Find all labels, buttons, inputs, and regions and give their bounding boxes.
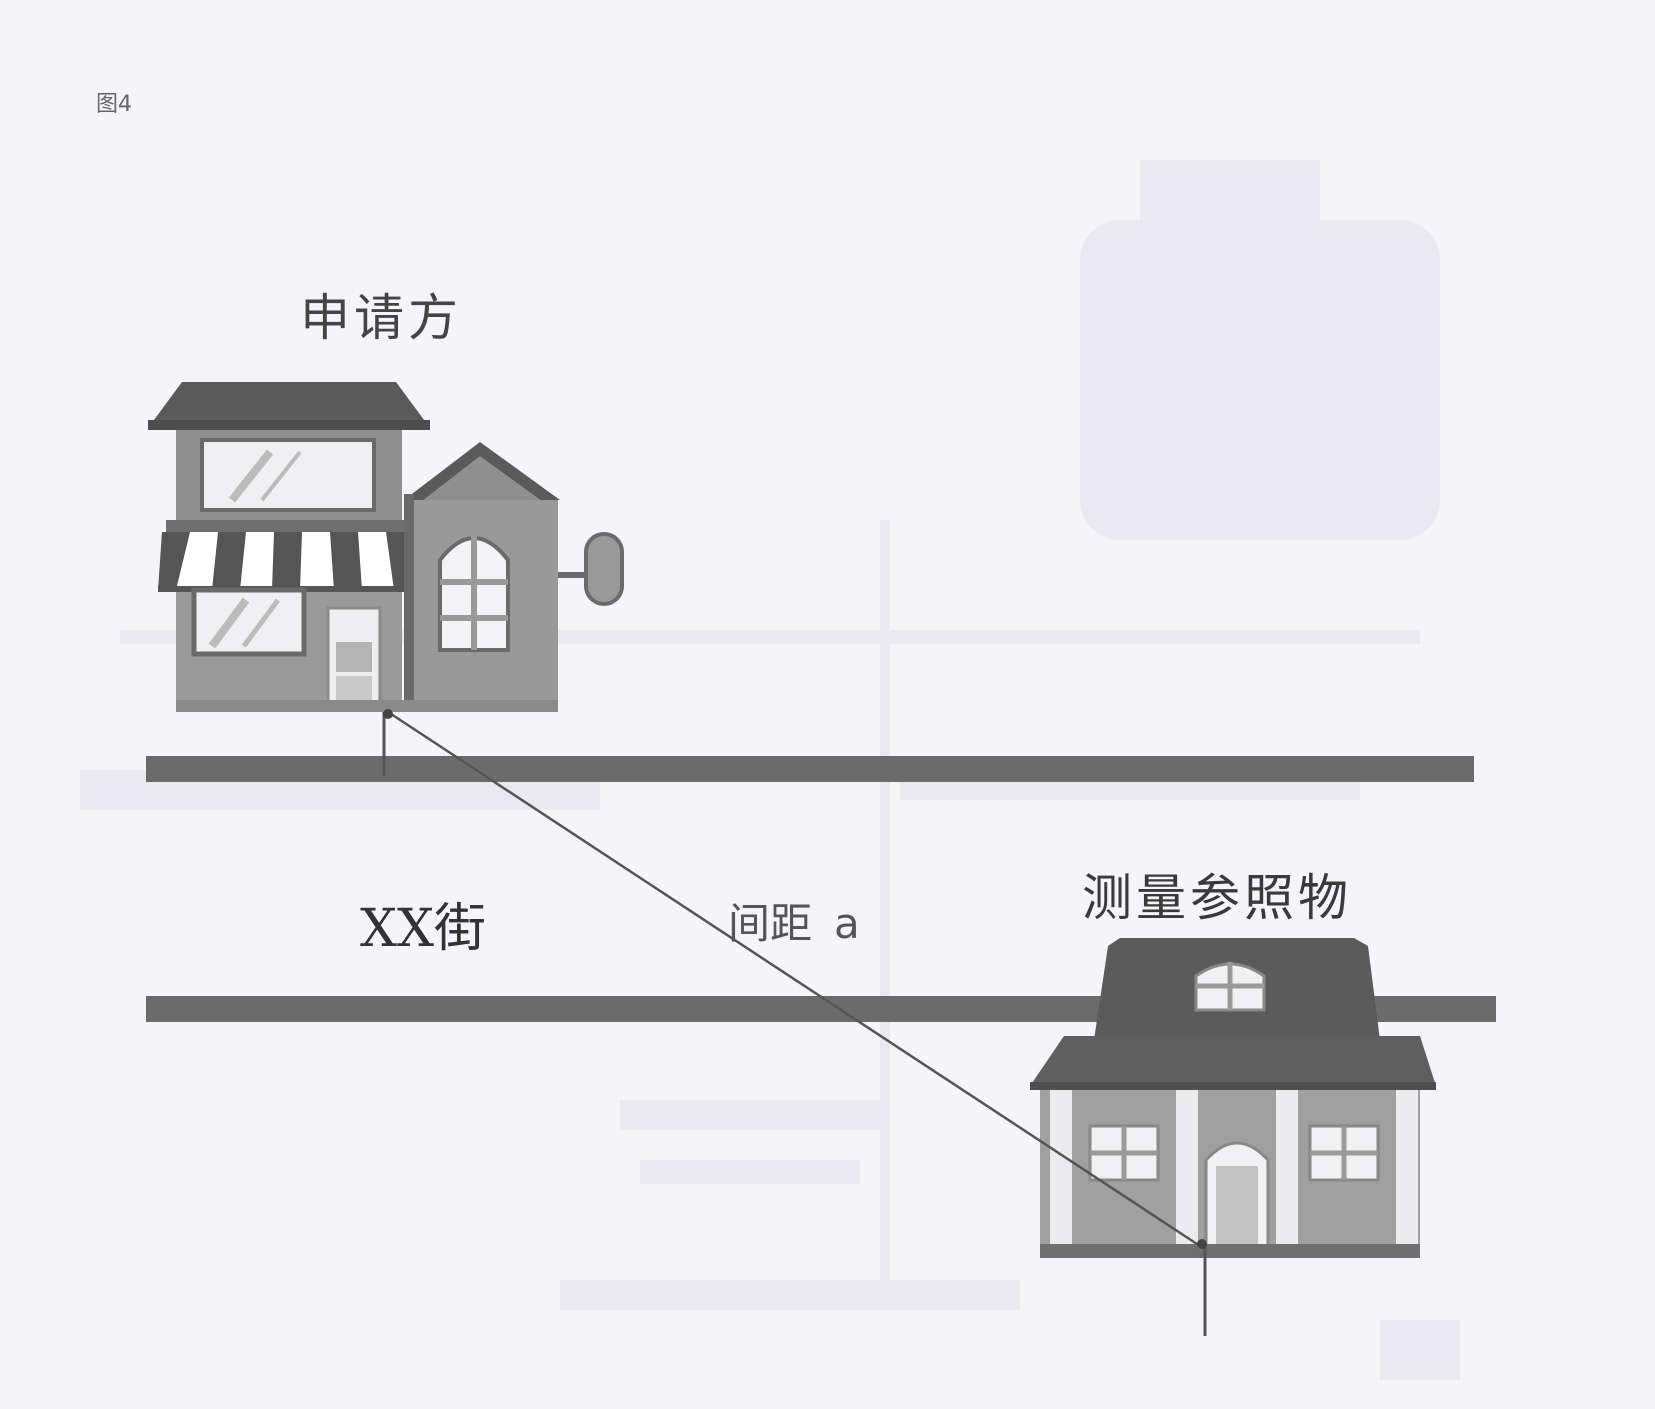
reference-label: 测量参照物 [1082,869,1352,927]
distance-label: 间距 a [728,890,860,951]
distance-line [387,710,1201,1248]
shop-building-icon [148,382,624,712]
distance-variable: a [834,899,860,948]
street-upper-edge [146,756,1474,782]
measurement-endpoints [383,709,1207,1249]
applicant-label: 申请方 [300,289,462,347]
house-icon [1030,938,1436,1258]
street-label: XX街 [360,899,487,959]
measurement-lines [382,710,1207,1336]
distance-text: 间距 [728,899,813,948]
reference-endpoint [1197,1239,1207,1249]
figure-label: 图4 [96,92,132,117]
applicant-endpoint [383,709,393,719]
